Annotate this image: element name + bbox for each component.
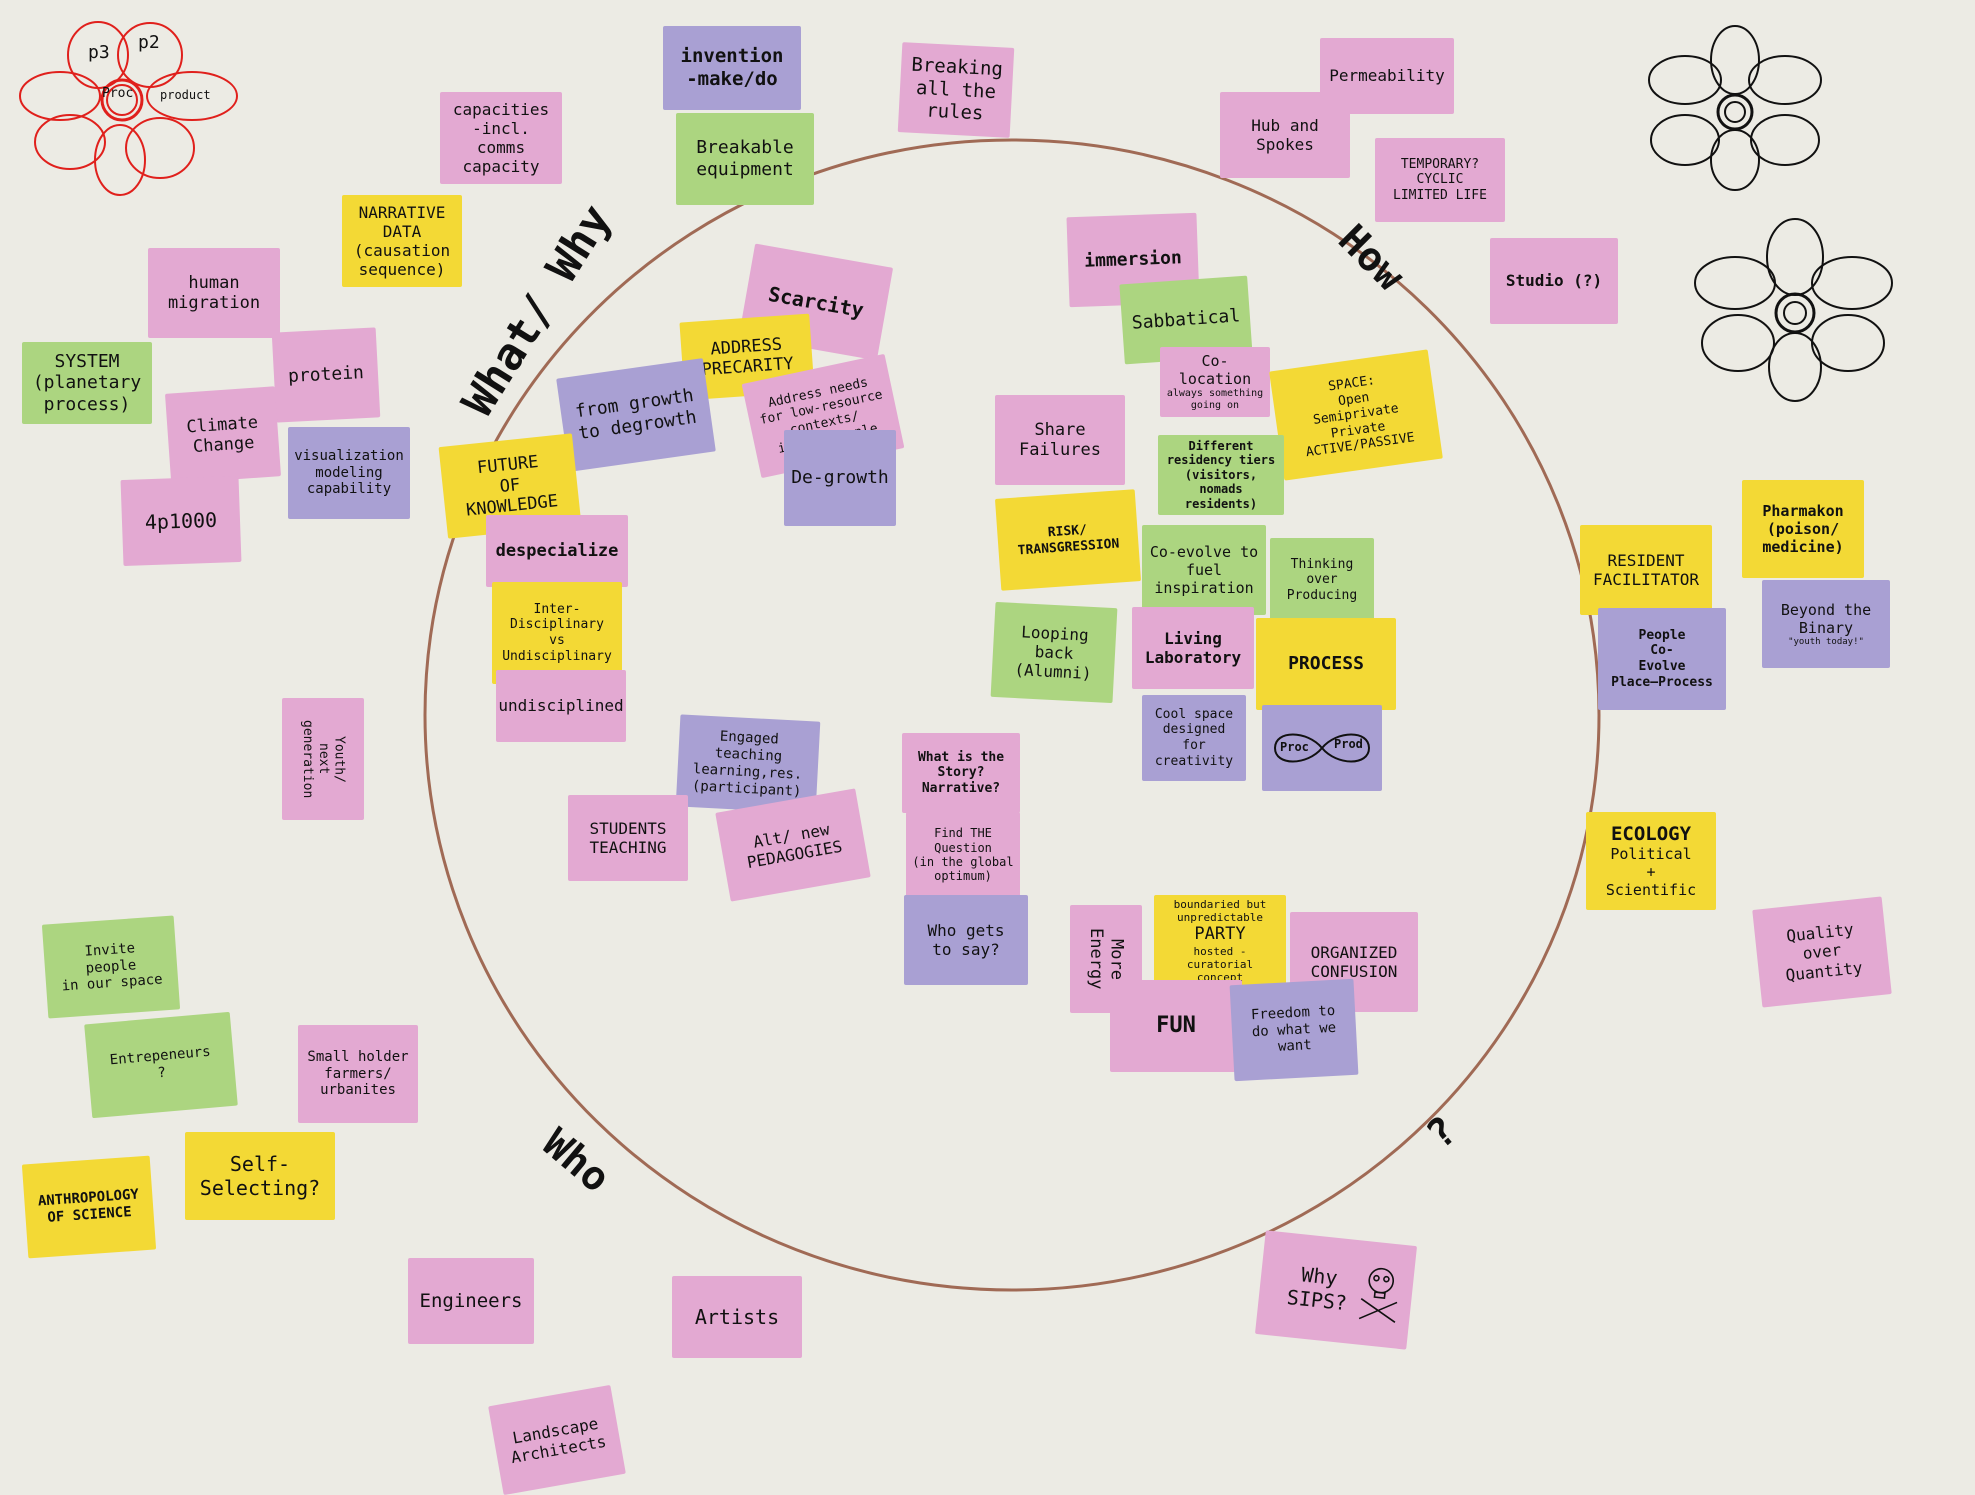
note-artists: Artists: [672, 1276, 802, 1358]
note-resident-facilitator: RESIDENT FACILITATOR: [1580, 525, 1712, 615]
note-residency-tiers: Different residency tiers (visitors, nom…: [1158, 435, 1284, 515]
note-temporary: TEMPORARY? CYCLIC LIMITED LIFE: [1375, 138, 1505, 222]
prod-label: Prod: [1334, 737, 1363, 751]
note-proc-prod: Proc Prod: [1262, 705, 1382, 791]
note-cool-space: Cool space designed for creativity: [1142, 695, 1246, 781]
note-process: PROCESS: [1256, 618, 1396, 710]
doodle-p3: p3: [88, 42, 110, 63]
note-pharmakon: Pharmakon (poison/ medicine): [1742, 480, 1864, 578]
note-system: SYSTEM (planetary process): [22, 342, 152, 424]
skull-crossbones-icon: [1358, 1267, 1398, 1323]
doodle-product: product: [160, 88, 211, 102]
note-degrowth: De-growth: [784, 430, 896, 526]
doodle-p2: p2: [138, 32, 160, 53]
note-share-failures: Share Failures: [995, 395, 1125, 485]
note-students-teaching: STUDENTS TEACHING: [568, 795, 688, 881]
note-looping-back: Looping back (Alumni): [990, 601, 1118, 704]
note-risk: RISK/ TRANSGRESSION: [994, 489, 1142, 591]
note-who-gets-to-say: Who gets to say?: [904, 895, 1028, 985]
ecology-title: ECOLOGY: [1610, 822, 1692, 845]
note-youth: Youth/ next generation: [282, 698, 364, 820]
note-people-coevolve: People Co- Evolve Place—Process: [1598, 608, 1726, 710]
note-capacities: capacities -incl. comms capacity: [440, 92, 562, 184]
note-colocation: Co-location always something going on: [1160, 347, 1270, 417]
note-visualization: visualization modeling capability: [288, 427, 410, 519]
note-why-sips: Why SIPS?: [1254, 1230, 1418, 1350]
note-invention: invention -make/do: [663, 26, 801, 110]
note-coevolve: Co-evolve to fuel inspiration: [1142, 525, 1266, 615]
proc-label: Proc: [1280, 740, 1309, 754]
note-undisciplined: undisciplined: [496, 670, 626, 742]
party-top: boundaried but unpredictable: [1173, 897, 1267, 925]
note-interdisciplinary: Inter- Disciplinary vs Undisciplinary: [492, 582, 622, 684]
black-flower-doodle-2: [1694, 218, 1893, 402]
doodle-proc: Proc: [102, 86, 134, 101]
note-anthropology: ANTHROPOLOGY OF SCIENCE: [21, 1155, 157, 1259]
colocation-subtitle: always something going on: [1166, 388, 1264, 411]
note-breaking-rules: Breaking all the rules: [897, 42, 1015, 138]
note-self-selecting: Self- Selecting?: [185, 1132, 335, 1220]
note-more-energy: More Energy: [1070, 905, 1142, 1013]
note-freedom: Freedom to do what we want: [1229, 978, 1359, 1082]
red-flower-doodle: [19, 21, 238, 196]
beyond-binary-title: Beyond the Binary: [1780, 600, 1872, 637]
party-bottom: hosted - curatorial concept: [1186, 944, 1254, 984]
black-flower-doodle: [1648, 25, 1822, 191]
note-4p1000: 4p1000: [120, 475, 242, 567]
beyond-binary-subtitle: "youth today!": [1788, 636, 1864, 647]
note-breakable-equipment: Breakable equipment: [676, 113, 814, 205]
note-human-migration: human migration: [148, 248, 280, 338]
note-narrative-data: NARRATIVE DATA (causation sequence): [342, 195, 462, 287]
note-invite-people: Invite people in our space: [41, 915, 181, 1019]
infinity-loop-icon: [1273, 733, 1371, 763]
note-beyond-binary: Beyond the Binary "youth today!": [1762, 580, 1890, 668]
note-ecology: ECOLOGY Political + Scientific: [1586, 812, 1716, 910]
party-title: PARTY: [1194, 924, 1246, 945]
note-fun: FUN: [1110, 980, 1242, 1072]
colocation-title: Co-location: [1178, 352, 1252, 388]
note-climate-change: Climate Change: [164, 386, 282, 484]
note-smallholder: Small holder farmers/ urbanites: [298, 1025, 418, 1123]
note-story: What is the Story? Narrative?: [902, 733, 1020, 813]
note-protein: protein: [271, 327, 381, 423]
note-space: SPACE: Open Semiprivate Private ACTIVE/P…: [1269, 349, 1443, 481]
note-hub-spokes: Hub and Spokes: [1220, 92, 1350, 178]
note-living-laboratory: Living Laboratory: [1132, 607, 1254, 689]
why-sips-label: Why SIPS?: [1285, 1262, 1349, 1316]
note-engineers: Engineers: [408, 1258, 534, 1344]
note-studio: Studio (?): [1490, 238, 1618, 324]
note-entrepreneurs: Entrepeneurs ?: [84, 1011, 238, 1119]
note-quality-quantity: Quality over Quantity: [1752, 896, 1892, 1008]
note-thinking: Thinking over Producing: [1270, 538, 1374, 622]
note-party: boundaried but unpredictable PARTY hoste…: [1154, 895, 1286, 987]
note-despecialize: despecialize: [486, 515, 628, 587]
ecology-subtitle: Political + Scientific: [1605, 845, 1697, 900]
note-find-question: Find THE Question (in the global optimum…: [906, 812, 1020, 898]
